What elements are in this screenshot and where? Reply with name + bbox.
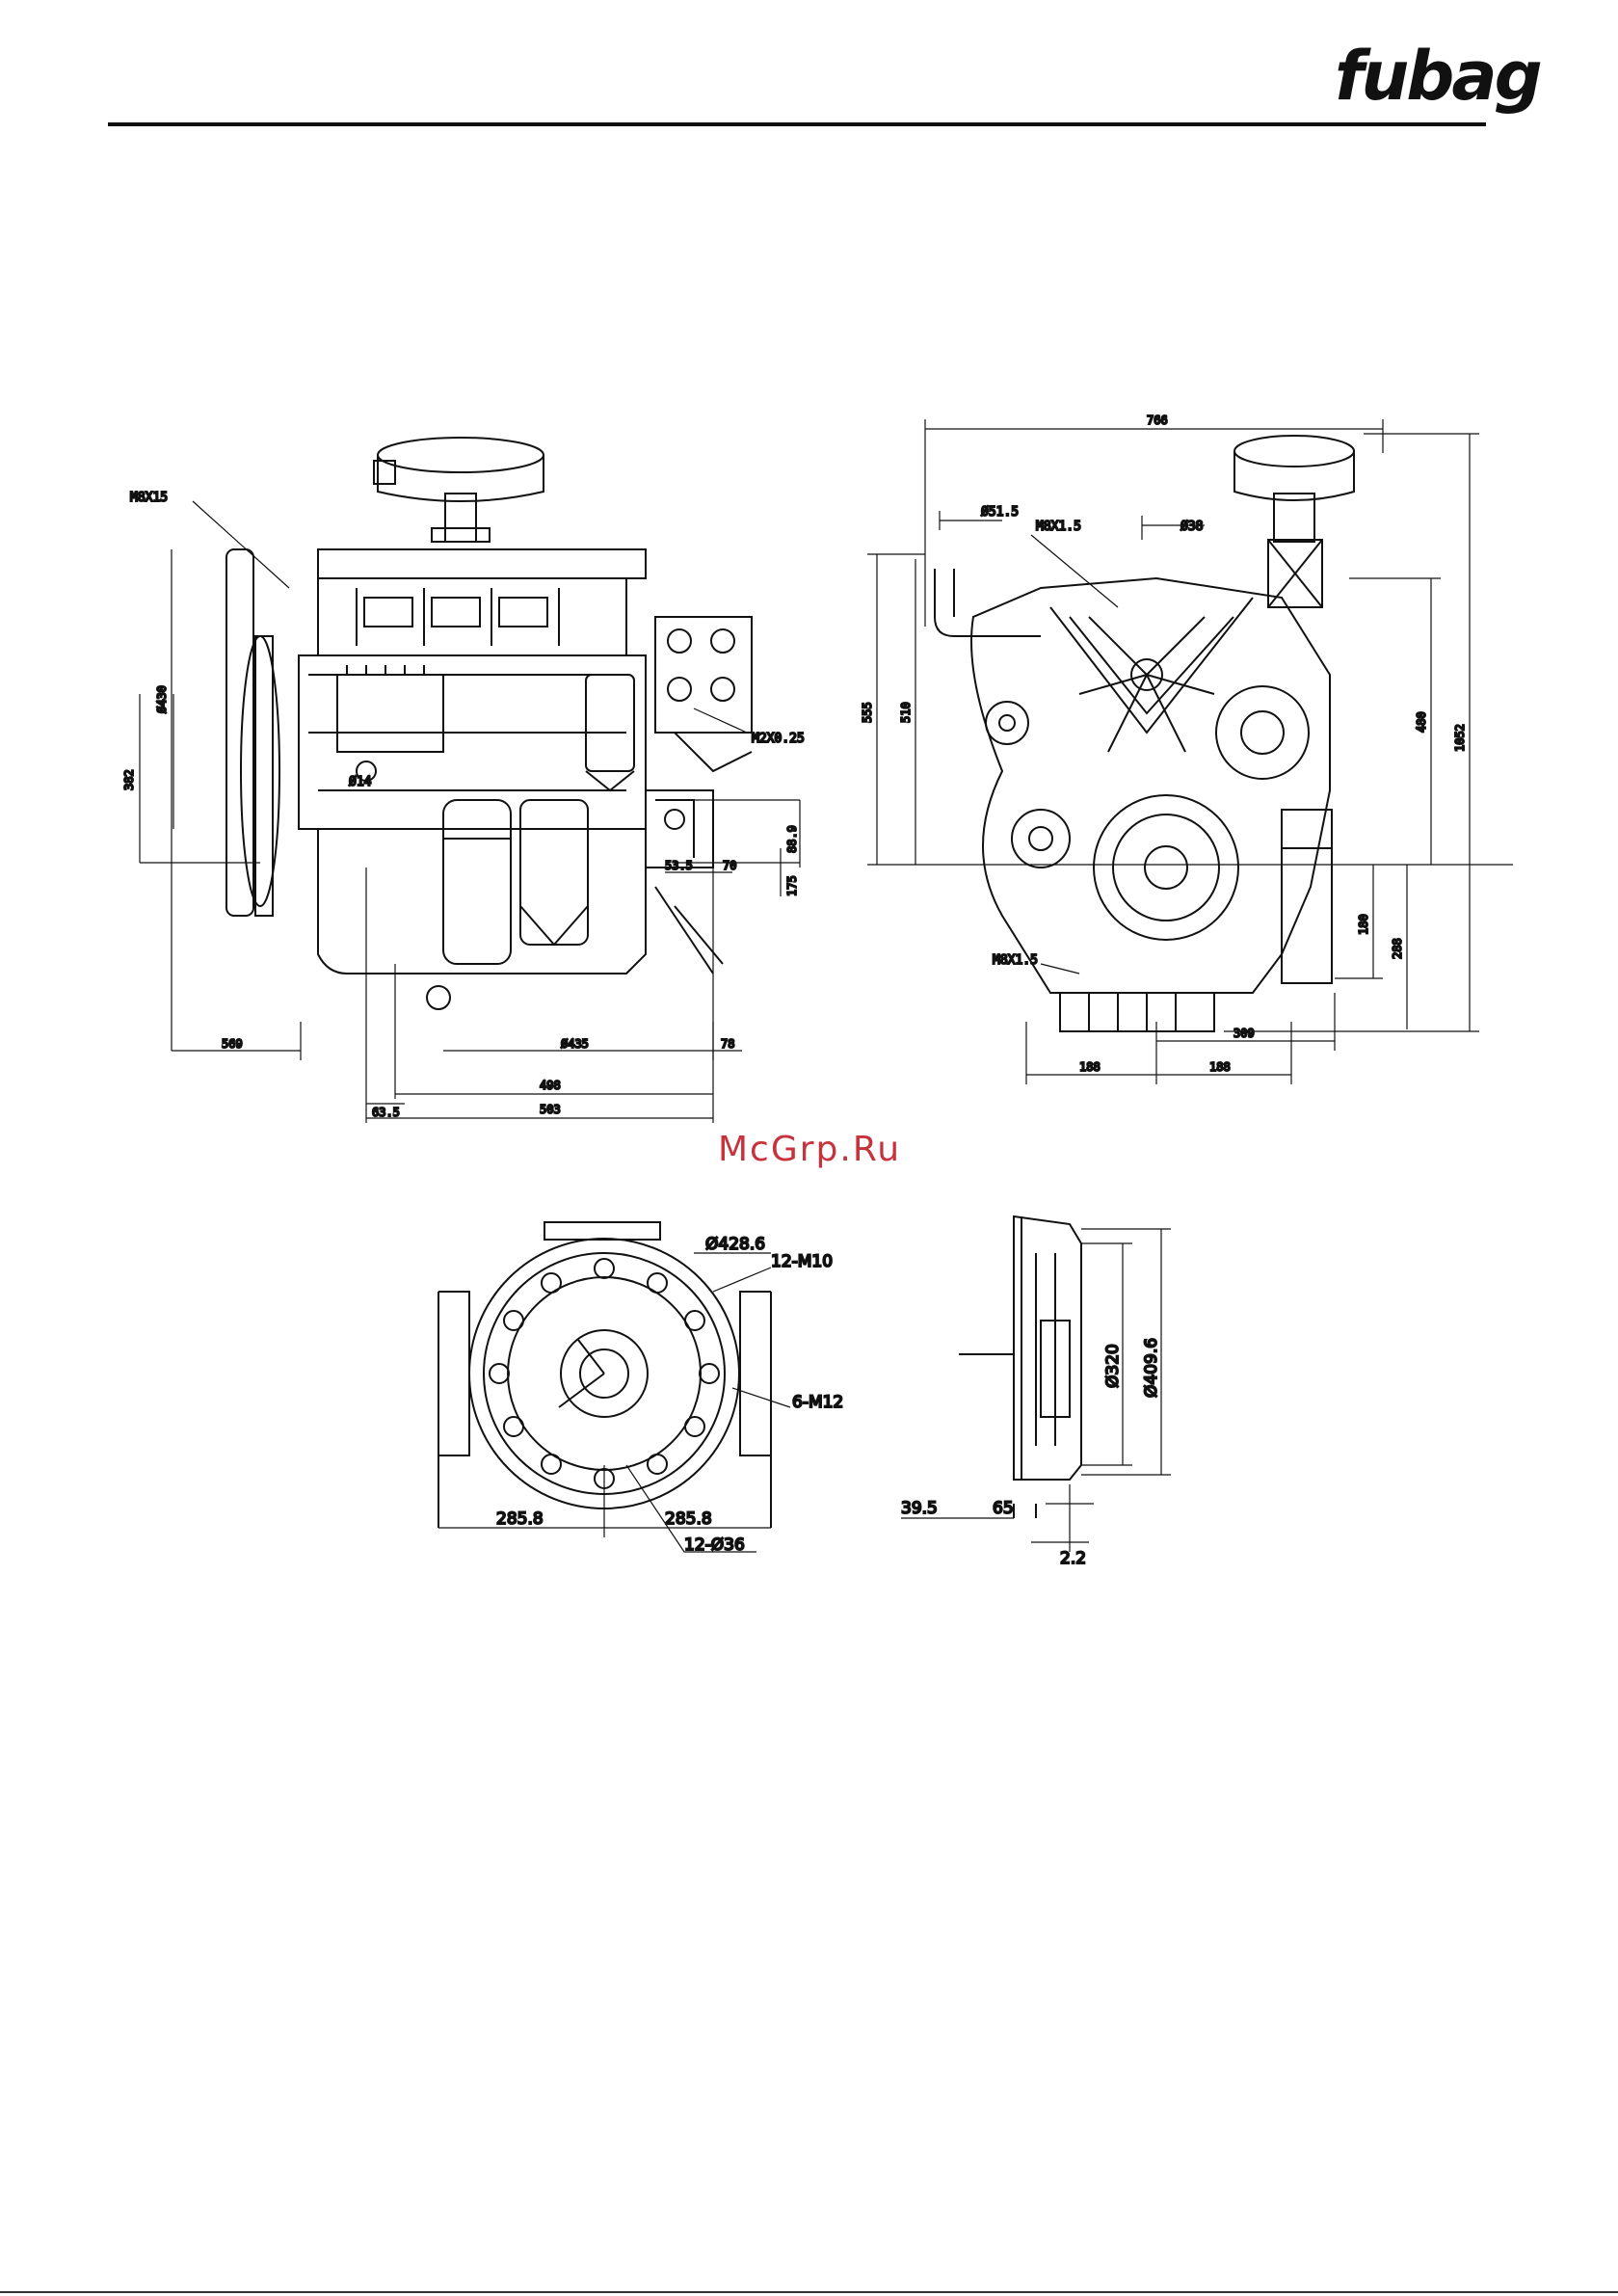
dim-766: 766: [1147, 414, 1168, 427]
dim-285-8-a: 285.8: [496, 1509, 544, 1529]
flange-side-view: [959, 1216, 1081, 1518]
dim-dia-430: Ø430: [155, 685, 169, 713]
dim-498: 498: [540, 1079, 561, 1092]
label-thread-a: M8X1.5: [1036, 520, 1081, 534]
dim-569: 569: [222, 1037, 243, 1051]
dim-180: 180: [1357, 914, 1370, 935]
dim-480: 480: [1415, 711, 1428, 733]
label-dia-320: Ø320: [1103, 1344, 1123, 1388]
side-view-dims: [140, 501, 800, 1123]
footer-rule: [0, 2291, 1618, 2293]
watermark-text: McGrp.Ru: [718, 1130, 901, 1169]
dim-175: 175: [785, 875, 799, 896]
label-dia-409-6: Ø409.6: [1142, 1338, 1161, 1398]
label-thread-b: M8X1.5: [993, 953, 1038, 968]
dim-382: 382: [122, 769, 136, 790]
side-view-engine: [226, 438, 752, 1009]
flange-front-dims: [438, 1253, 790, 1552]
dim-1052: 1052: [1453, 724, 1467, 752]
dim-503: 503: [540, 1103, 561, 1116]
dim-65: 65: [993, 1499, 1014, 1518]
dim-188-a: 188: [1079, 1060, 1101, 1074]
dim-78: 78: [721, 1037, 734, 1051]
dim-63-5: 63.5: [372, 1106, 400, 1119]
dim-435: Ø435: [561, 1037, 589, 1051]
label-dia-428-6: Ø428.6: [705, 1235, 765, 1254]
label-holes-m10: 12-M10: [771, 1252, 833, 1271]
dim-285-8-b: 285.8: [665, 1509, 712, 1529]
label-holes-m12: 6-M12: [792, 1393, 843, 1412]
label-dia-38: Ø38: [1180, 520, 1203, 534]
dim-88-9: 88.9: [785, 825, 799, 853]
label-thread-right-side: M2X0.25: [752, 732, 805, 746]
dim-288: 288: [1391, 938, 1404, 959]
dim-2-2: 2.2: [1060, 1549, 1086, 1568]
dim-309: 309: [1233, 1027, 1255, 1040]
dim-39-5: 39.5: [901, 1499, 938, 1518]
dim-510: 510: [899, 702, 913, 723]
dim-555: 555: [861, 702, 874, 723]
dim-53-5: 53.5: [665, 859, 693, 872]
label-thread-top-side: M8X15: [130, 491, 168, 505]
label-dia-51-5: Ø51.5: [981, 505, 1019, 520]
label-holes-36: 12-Ø36: [684, 1535, 745, 1555]
dim-188-b: 188: [1209, 1060, 1231, 1074]
label-dia-14: Ø14: [349, 775, 372, 789]
dim-70: 70: [723, 859, 736, 872]
